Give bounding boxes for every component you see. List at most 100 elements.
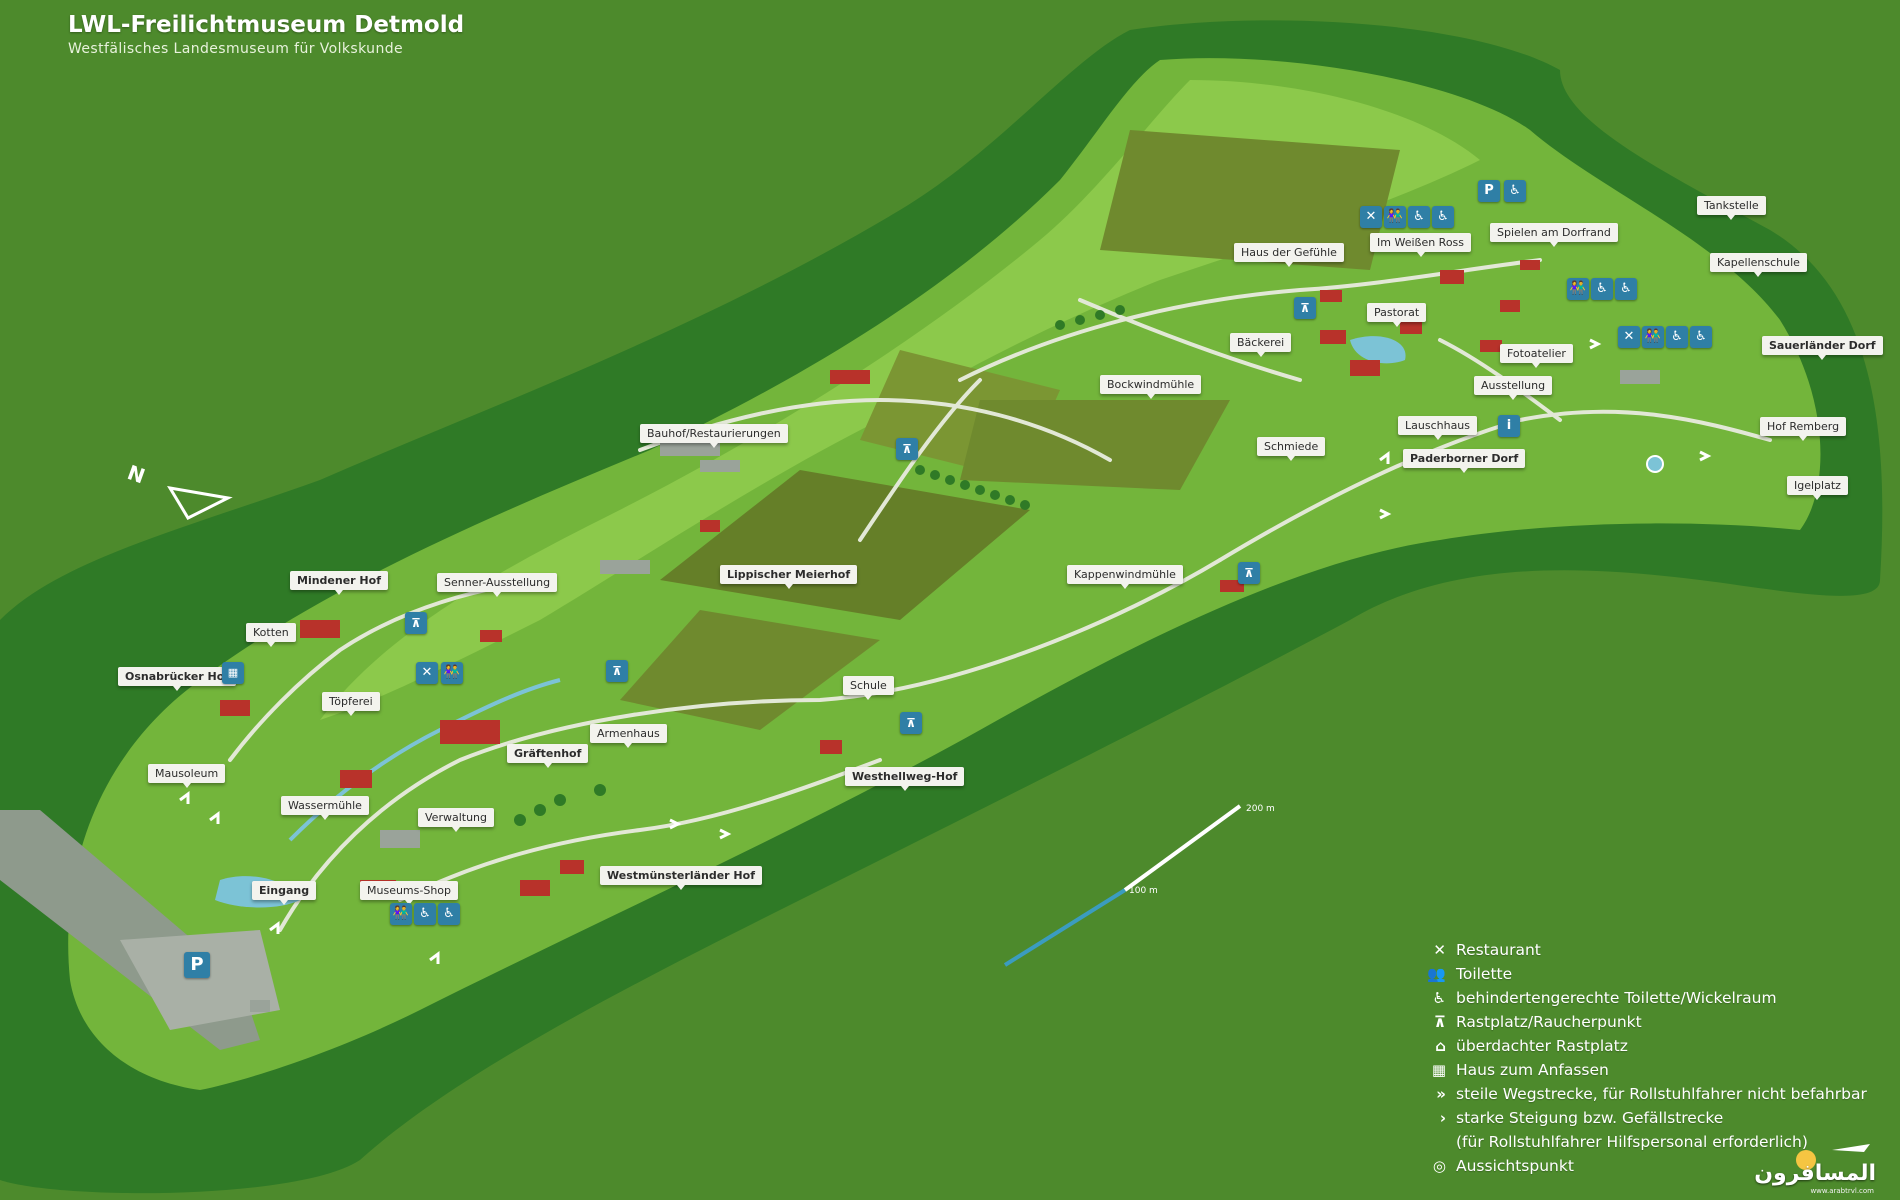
label-westmuensterlaender-hof[interactable]: Westmünsterländer Hof <box>600 866 762 890</box>
label-senner-ausstellung[interactable]: Senner-Ausstellung <box>437 573 558 597</box>
legend-text: Haus zum Anfassen <box>1456 1061 1609 1079</box>
map-legend: ✕ Restaurant 👥 Toilette ♿ behindertenger… <box>1400 938 1867 1178</box>
accessible-dorfrand-icon: ♿ <box>1615 278 1637 300</box>
label-haus-der-gefuehle[interactable]: Haus der Gefühle <box>1234 243 1344 267</box>
path-chevrons <box>179 338 1712 964</box>
legend-text: überdachter Rastplatz <box>1456 1037 1628 1055</box>
legend-text: behindertengerechte Toilette/Wickelraum <box>1456 989 1777 1007</box>
map-title: LWL-Freilichtmuseum Detmold <box>68 12 465 38</box>
scale-label-100: 100 m <box>1129 886 1158 896</box>
rest-area-fields-icon: ⊼ <box>896 438 918 460</box>
label-ausstellung[interactable]: Ausstellung <box>1474 376 1553 400</box>
label-mausoleum[interactable]: Mausoleum <box>148 764 226 788</box>
label-museums-shop[interactable]: Museums-Shop <box>360 881 459 905</box>
double-chevron-icon: » <box>1436 1085 1446 1103</box>
compass-icon: N <box>124 460 233 520</box>
watermark-logo <box>1796 1144 1870 1170</box>
label-sauerlaender-dorf[interactable]: Sauerländer Dorf <box>1762 336 1883 360</box>
rest-area-icon: ⊼ <box>1433 1013 1446 1031</box>
label-toepferei[interactable]: Töpferei <box>322 692 380 716</box>
label-kappenwindmuehle[interactable]: Kappenwindmühle <box>1067 565 1183 589</box>
tree-rows <box>514 305 1125 826</box>
legend-row: ✕ Restaurant <box>1400 938 1867 962</box>
rest-area-kappenwindmuehle-icon: ⊼ <box>1238 562 1260 584</box>
label-pastorat[interactable]: Pastorat <box>1367 303 1427 327</box>
accessible-shop-icon: ♿ <box>438 903 460 925</box>
legend-row: » steile Wegstrecke, für Rollstuhlfahrer… <box>1400 1082 1867 1106</box>
legend-row: ⊼ Rastplatz/Raucherpunkt <box>1400 1010 1867 1034</box>
toilet-dorfrand-icon: 👫 <box>1567 278 1589 300</box>
covered-rest-area-icon: ⌂ <box>1435 1037 1446 1055</box>
label-verwaltung[interactable]: Verwaltung <box>418 808 494 832</box>
label-kotten[interactable]: Kotten <box>246 623 296 647</box>
label-eingang[interactable]: Eingang <box>252 881 317 905</box>
legend-row: ▦ Haus zum Anfassen <box>1400 1058 1867 1082</box>
grey-buildings <box>250 370 1660 1012</box>
accessible-toilet-icon: ♿ <box>1432 989 1446 1007</box>
toilet-weisses-ross-icon: 👫 <box>1384 206 1406 228</box>
label-paderborner-dorf[interactable]: Paderborner Dorf <box>1403 449 1526 473</box>
toilet-icon: 👥 <box>1427 965 1446 983</box>
legend-text: steile Wegstrecke, für Rollstuhlfahrer n… <box>1456 1085 1867 1103</box>
legend-row: ♿ behindertengerechte Toilette/Wickelrau… <box>1400 986 1867 1010</box>
label-tankstelle[interactable]: Tankstelle <box>1697 196 1766 220</box>
label-schmiede[interactable]: Schmiede <box>1257 437 1326 461</box>
label-schule[interactable]: Schule <box>843 676 894 700</box>
toilet-sauerland-icon: 👫 <box>1642 326 1664 348</box>
information-icon: i <box>1498 415 1520 437</box>
watermark-text: المسافرون <box>1754 1161 1876 1186</box>
touch-house-legend-icon: ▦ <box>1431 1061 1446 1079</box>
restaurant-sauerland-icon: ✕ <box>1618 326 1640 348</box>
watermark-url: www.arabtrvl.com <box>1810 1187 1874 1195</box>
label-osnabruecker-hof[interactable]: Osnabrücker Hof <box>118 667 237 691</box>
accessible-weisses-ross-icon: ♿ <box>1432 206 1454 228</box>
label-fotoatelier[interactable]: Fotoatelier <box>1500 344 1573 368</box>
legend-text: Restaurant <box>1456 941 1541 959</box>
label-im-weissen-ross[interactable]: Im Weißen Ross <box>1370 233 1472 257</box>
parking-north-icon: P <box>1478 180 1500 202</box>
baby-shop-icon: ♿ <box>414 903 436 925</box>
label-kapellenschule[interactable]: Kapellenschule <box>1710 253 1807 277</box>
legend-text: starke Steigung bzw. Gefällstrecke <box>1456 1109 1724 1127</box>
legend-row: (für Rollstuhlfahrer Hilfspersonal erfor… <box>1400 1130 1867 1154</box>
single-chevron-icon: › <box>1439 1109 1446 1127</box>
viewpoint-marker <box>1646 455 1664 473</box>
rest-area-armenhaus-icon: ⊼ <box>606 660 628 682</box>
label-hof-remberg[interactable]: Hof Remberg <box>1760 417 1847 441</box>
legend-text: Aussichtspunkt <box>1456 1157 1574 1175</box>
parking-lot <box>120 930 280 1030</box>
touch-house-icon: ▦ <box>222 662 244 684</box>
label-spielen-am-dorfrand[interactable]: Spielen am Dorfrand <box>1490 223 1618 247</box>
restaurant-weisses-ross-icon: ✕ <box>1360 206 1382 228</box>
map-subtitle: Westfälisches Landesmuseum für Volkskund… <box>68 41 404 57</box>
label-lauschhaus[interactable]: Lauschhaus <box>1398 416 1478 440</box>
label-westhellweg-hof[interactable]: Westhellweg-Hof <box>845 767 965 791</box>
label-bockwindmuehle[interactable]: Bockwindmühle <box>1100 375 1202 399</box>
restaurant-icon: ✕ <box>1433 941 1446 959</box>
label-igelplatz[interactable]: Igelplatz <box>1787 476 1848 500</box>
legend-text: (für Rollstuhlfahrer Hilfspersonal erfor… <box>1456 1133 1808 1151</box>
baby-dorfrand-icon: ♿ <box>1591 278 1613 300</box>
field-north <box>1100 130 1400 270</box>
field-south-2 <box>620 610 880 730</box>
toilet-graeftenhof-icon: 👫 <box>441 662 463 684</box>
scale-label-200: 200 m <box>1246 804 1275 814</box>
rest-area-senne-icon: ⊼ <box>405 612 427 634</box>
label-bauhof[interactable]: Bauhof/Restaurierungen <box>640 424 788 448</box>
label-graeftenhof[interactable]: Gräftenhof <box>507 744 589 768</box>
label-armenhaus[interactable]: Armenhaus <box>590 724 667 748</box>
label-baeckerei[interactable]: Bäckerei <box>1230 333 1292 357</box>
accessible-sauerland-icon: ♿ <box>1690 326 1712 348</box>
baby-weisses-ross-icon: ♿ <box>1408 206 1430 228</box>
buildings <box>220 260 1540 898</box>
baby-sauerland-icon: ♿ <box>1666 326 1688 348</box>
legend-row: 👥 Toilette <box>1400 962 1867 986</box>
label-lippischer-meierhof[interactable]: Lippischer Meierhof <box>720 565 858 589</box>
label-wassermuehle[interactable]: Wassermühle <box>281 796 369 820</box>
legend-row: ◎ Aussichtspunkt <box>1400 1154 1867 1178</box>
parking-entrance-icon: P <box>184 952 210 978</box>
toilet-shop-icon: 👫 <box>390 903 412 925</box>
label-mindener-hof[interactable]: Mindener Hof <box>290 571 388 595</box>
legend-row: › starke Steigung bzw. Gefällstrecke <box>1400 1106 1867 1130</box>
